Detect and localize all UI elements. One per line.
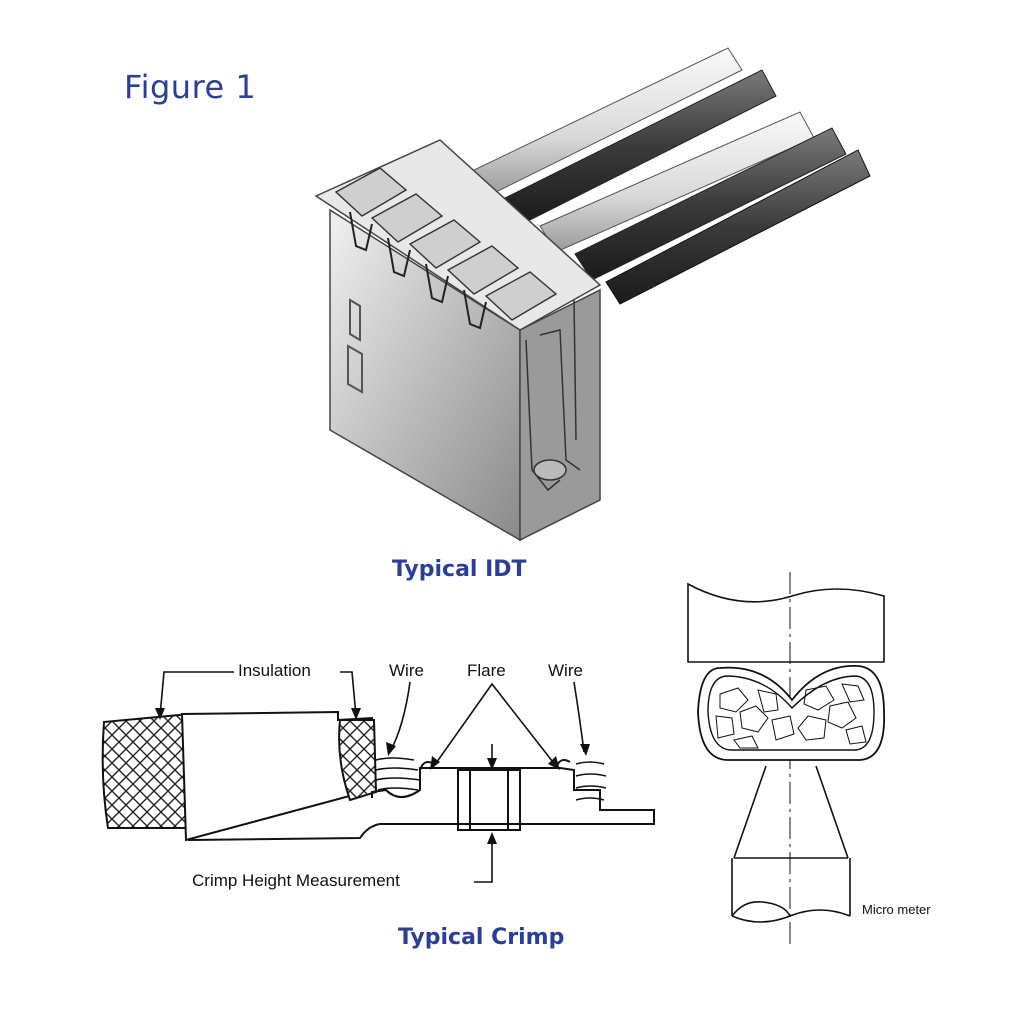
idt-emboss (347, 298, 363, 394)
idt-cutaway (525, 299, 581, 492)
wire-strands-right (575, 761, 607, 801)
idt-slots (349, 211, 487, 330)
label-wire-right: Wire (548, 661, 583, 680)
idt-wire-5 (605, 149, 871, 305)
micrometer-label: Micro meter (862, 902, 931, 917)
terminal-barrel (180, 710, 373, 842)
idt-caption: Typical IDT (392, 557, 527, 582)
crimp-strands (715, 683, 867, 749)
wire-strands-left (375, 757, 421, 791)
label-insulation: Insulation (238, 661, 311, 680)
leader-arrowheads (155, 708, 590, 844)
terminal-base (187, 767, 655, 841)
idt-wire-4 (574, 127, 847, 281)
crimp-cross-section-inner (707, 675, 875, 751)
insulation-left (101, 712, 191, 829)
label-crimp-height: Crimp Height Measurement (192, 871, 400, 890)
figure-title: Figure 1 (124, 68, 257, 106)
label-wire-left: Wire (389, 661, 424, 680)
idt-terminal-cavities (334, 167, 558, 321)
micrometer-spindle (731, 765, 851, 923)
micrometer-anvil (687, 582, 885, 663)
insulation-crimp (338, 719, 378, 802)
crimp-caption: Typical Crimp (398, 925, 565, 950)
conductor-crimp (457, 769, 521, 831)
label-flare: Flare (467, 661, 506, 680)
